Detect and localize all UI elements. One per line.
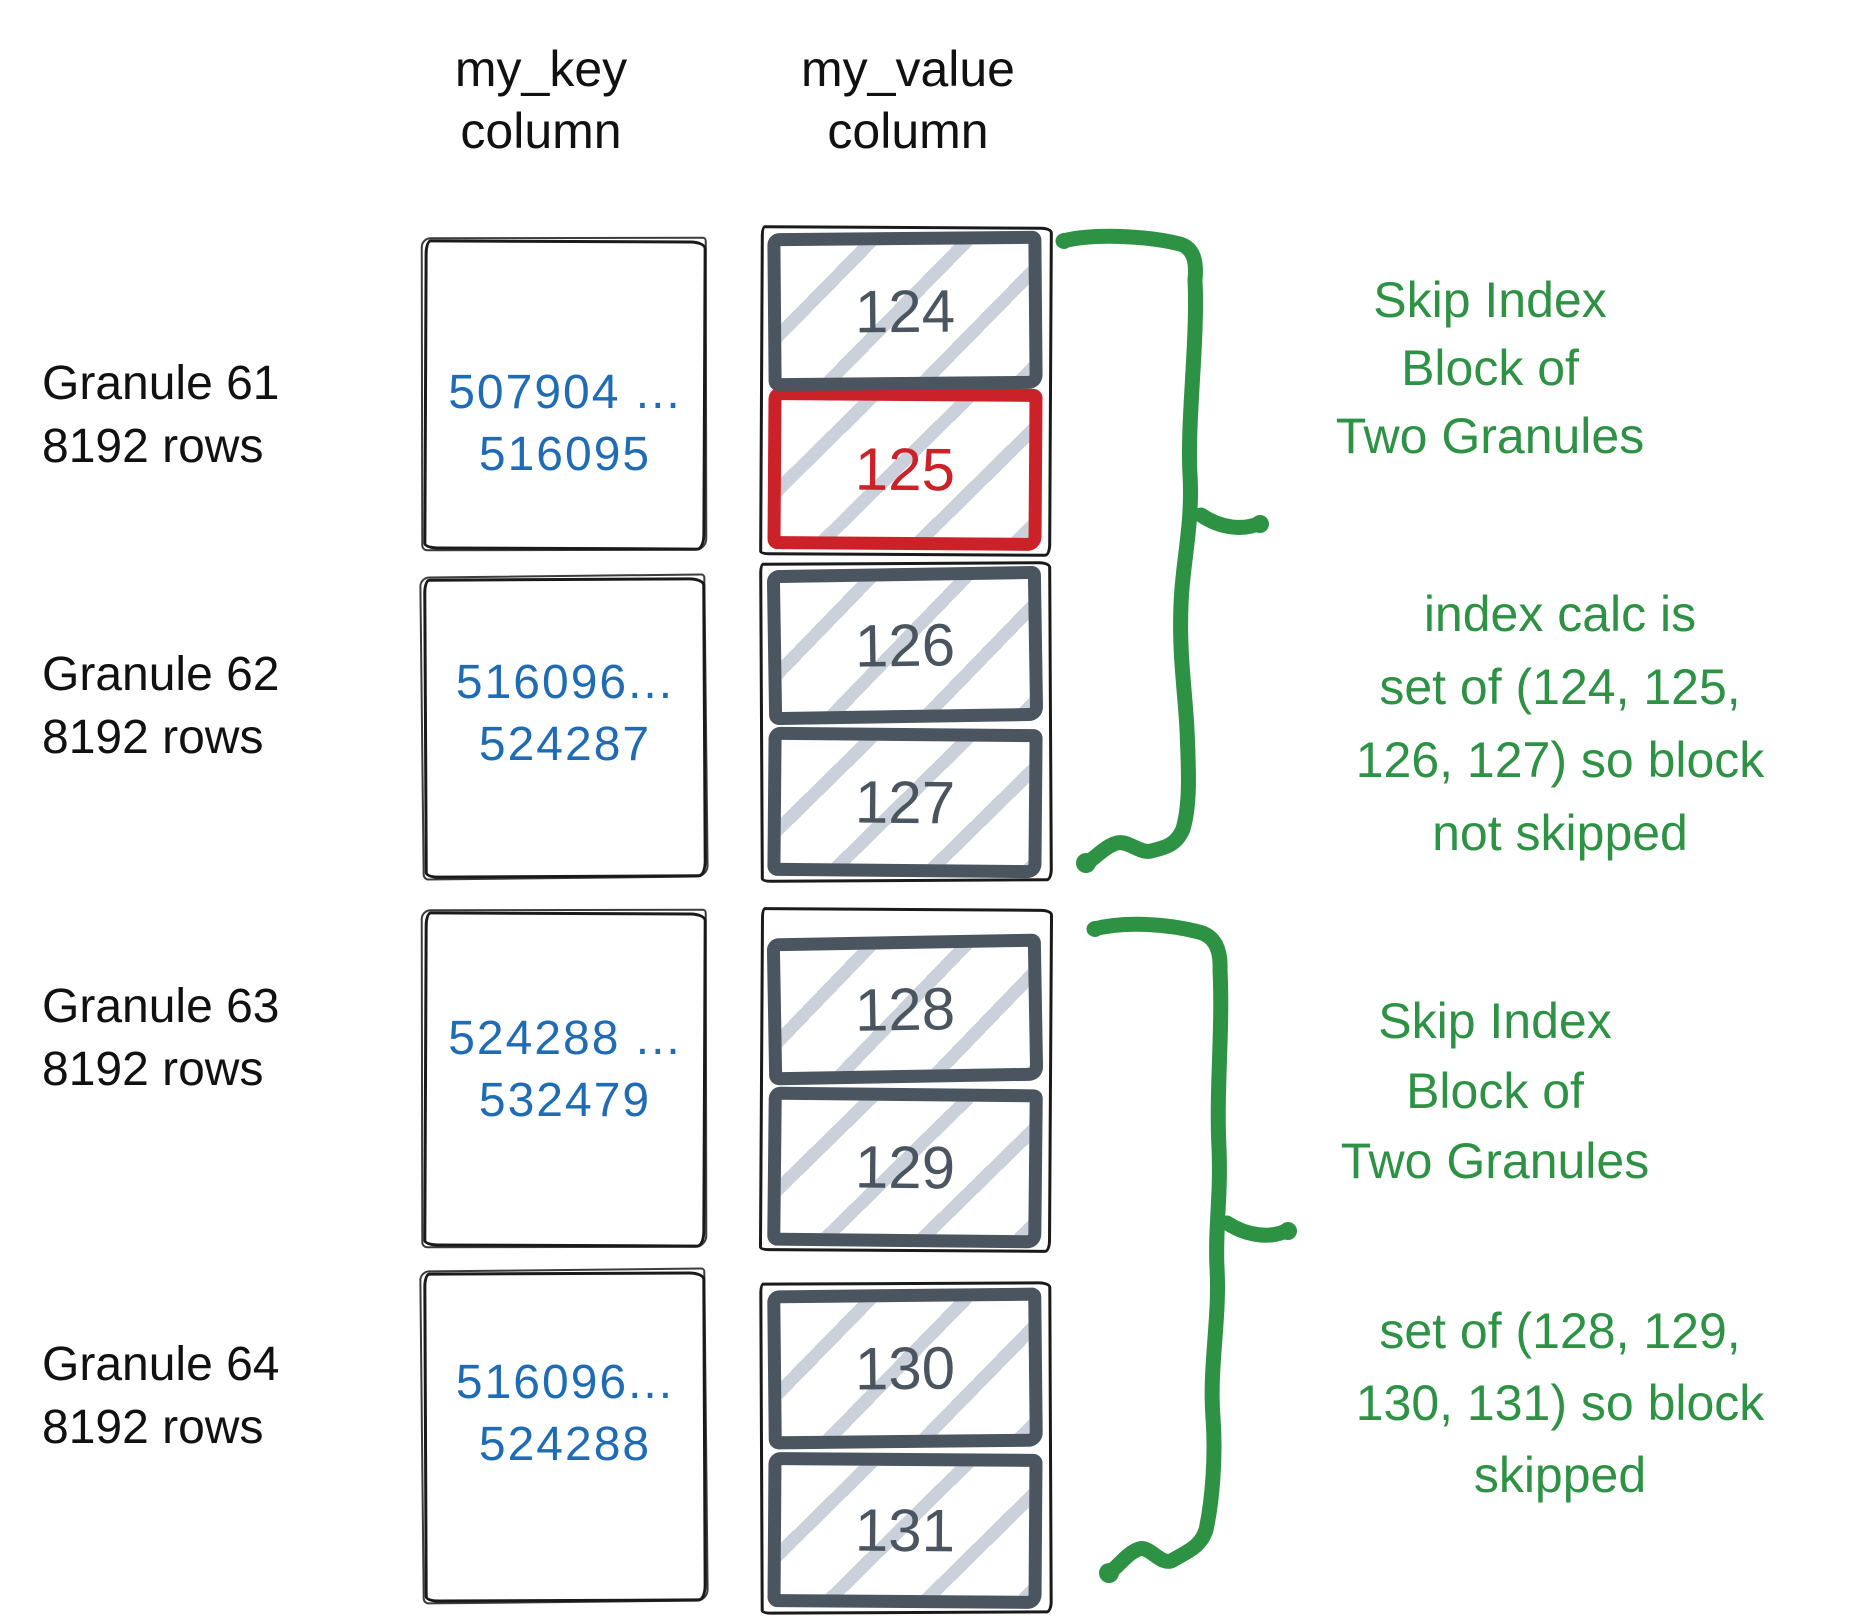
granule-label: Granule 62 8192 rows (42, 643, 312, 769)
value-column-header-line1: my_value (801, 41, 1015, 97)
granule-label: Granule 61 8192 rows (42, 352, 312, 478)
annotation-line: Skip Index (1373, 272, 1607, 328)
curly-brace-top (1055, 228, 1204, 871)
annotation-index-calc: index calc is set of (124, 125, 126, 127… (1280, 578, 1840, 870)
key-range-text: 516096... 524288 (424, 1352, 706, 1476)
curly-brace-bottom (1086, 916, 1229, 1581)
key-range-text: 516096... 524287 (424, 652, 706, 776)
key-column-header: my_key column (391, 38, 691, 162)
key-range-to: 532479 (478, 1074, 652, 1127)
granule-rows: 8192 rows (42, 1401, 264, 1454)
granule-rows: 8192 rows (42, 1043, 264, 1096)
granule-rows: 8192 rows (42, 420, 264, 473)
value-block: 126 (766, 565, 1044, 726)
granule-label: Granule 63 8192 rows (42, 975, 312, 1101)
value-block-number: 131 (854, 1496, 956, 1565)
value-block-number: 126 (854, 611, 956, 680)
value-block: 129 (767, 1086, 1043, 1249)
value-block-number: 127 (854, 768, 956, 837)
annotation-line: 126, 127) so block (1355, 732, 1765, 788)
value-block: 124 (767, 230, 1043, 392)
value-block-highlighted: 125 (767, 387, 1043, 551)
value-block-number: 130 (854, 1334, 956, 1403)
granule-label: Granule 64 8192 rows (42, 1333, 312, 1459)
granule-name: Granule 61 (42, 357, 280, 410)
key-range-from: 516096... (455, 656, 675, 709)
brace-end-dot (1076, 853, 1096, 873)
value-block-number: 128 (854, 975, 956, 1044)
value-block: 128 (766, 933, 1044, 1086)
annotation-line: Block of (1401, 340, 1579, 396)
value-block: 127 (767, 726, 1043, 879)
brace-end-dot (1251, 515, 1269, 533)
annotation-line: Two Granules (1335, 408, 1645, 464)
key-range-text: 507904 ... 516095 (424, 362, 706, 486)
brace-end-dot (1279, 1222, 1297, 1240)
key-range-to: 524287 (478, 718, 652, 771)
annotation-skipped: set of (128, 129, 130, 131) so block ski… (1280, 1295, 1840, 1511)
brace-tick (1219, 1215, 1296, 1243)
brace-end-dot (1087, 921, 1103, 937)
annotation-line: set of (124, 125, (1379, 659, 1741, 715)
key-column-header-line1: my_key (454, 41, 628, 97)
key-column-header-line2: column (460, 103, 622, 159)
key-range-to: 524288 (478, 1418, 652, 1471)
value-column-header-line2: column (827, 103, 989, 159)
key-range-text: 524288 ... 532479 (424, 1008, 706, 1132)
brace-end-dot (1099, 1563, 1119, 1583)
annotation-line: index calc is (1423, 586, 1697, 642)
annotation-line: skipped (1473, 1447, 1647, 1503)
value-block-number: 124 (854, 277, 956, 345)
annotation-line: Skip Index (1378, 993, 1612, 1049)
annotation-line: not skipped (1432, 805, 1688, 861)
key-range-to: 516095 (478, 428, 652, 481)
value-block-number: 129 (854, 1133, 956, 1202)
granule-name: Granule 62 (42, 648, 280, 701)
brace-tick (1193, 507, 1268, 535)
annotation-line: 130, 131) so block (1355, 1375, 1765, 1431)
value-column-header: my_value column (758, 38, 1058, 162)
value-block: 131 (767, 1452, 1043, 1609)
granule-name: Granule 63 (42, 980, 280, 1033)
granule-name: Granule 64 (42, 1338, 280, 1391)
key-range-from: 524288 ... (448, 1012, 682, 1065)
granule-rows: 8192 rows (42, 711, 264, 764)
annotation-line: Two Granules (1340, 1133, 1650, 1189)
annotation-line: set of (128, 129, (1379, 1303, 1741, 1359)
value-block: 130 (767, 1287, 1043, 1450)
key-range-from: 516096... (455, 1356, 675, 1409)
annotation-skip-block-1: Skip Index Block of Two Granules (1270, 266, 1710, 470)
value-block-number: 125 (854, 435, 956, 503)
annotation-line: Block of (1406, 1063, 1584, 1119)
annotation-skip-block-2: Skip Index Block of Two Granules (1275, 986, 1715, 1196)
key-range-from: 507904 ... (448, 366, 682, 419)
brace-end-dot (1056, 233, 1072, 249)
